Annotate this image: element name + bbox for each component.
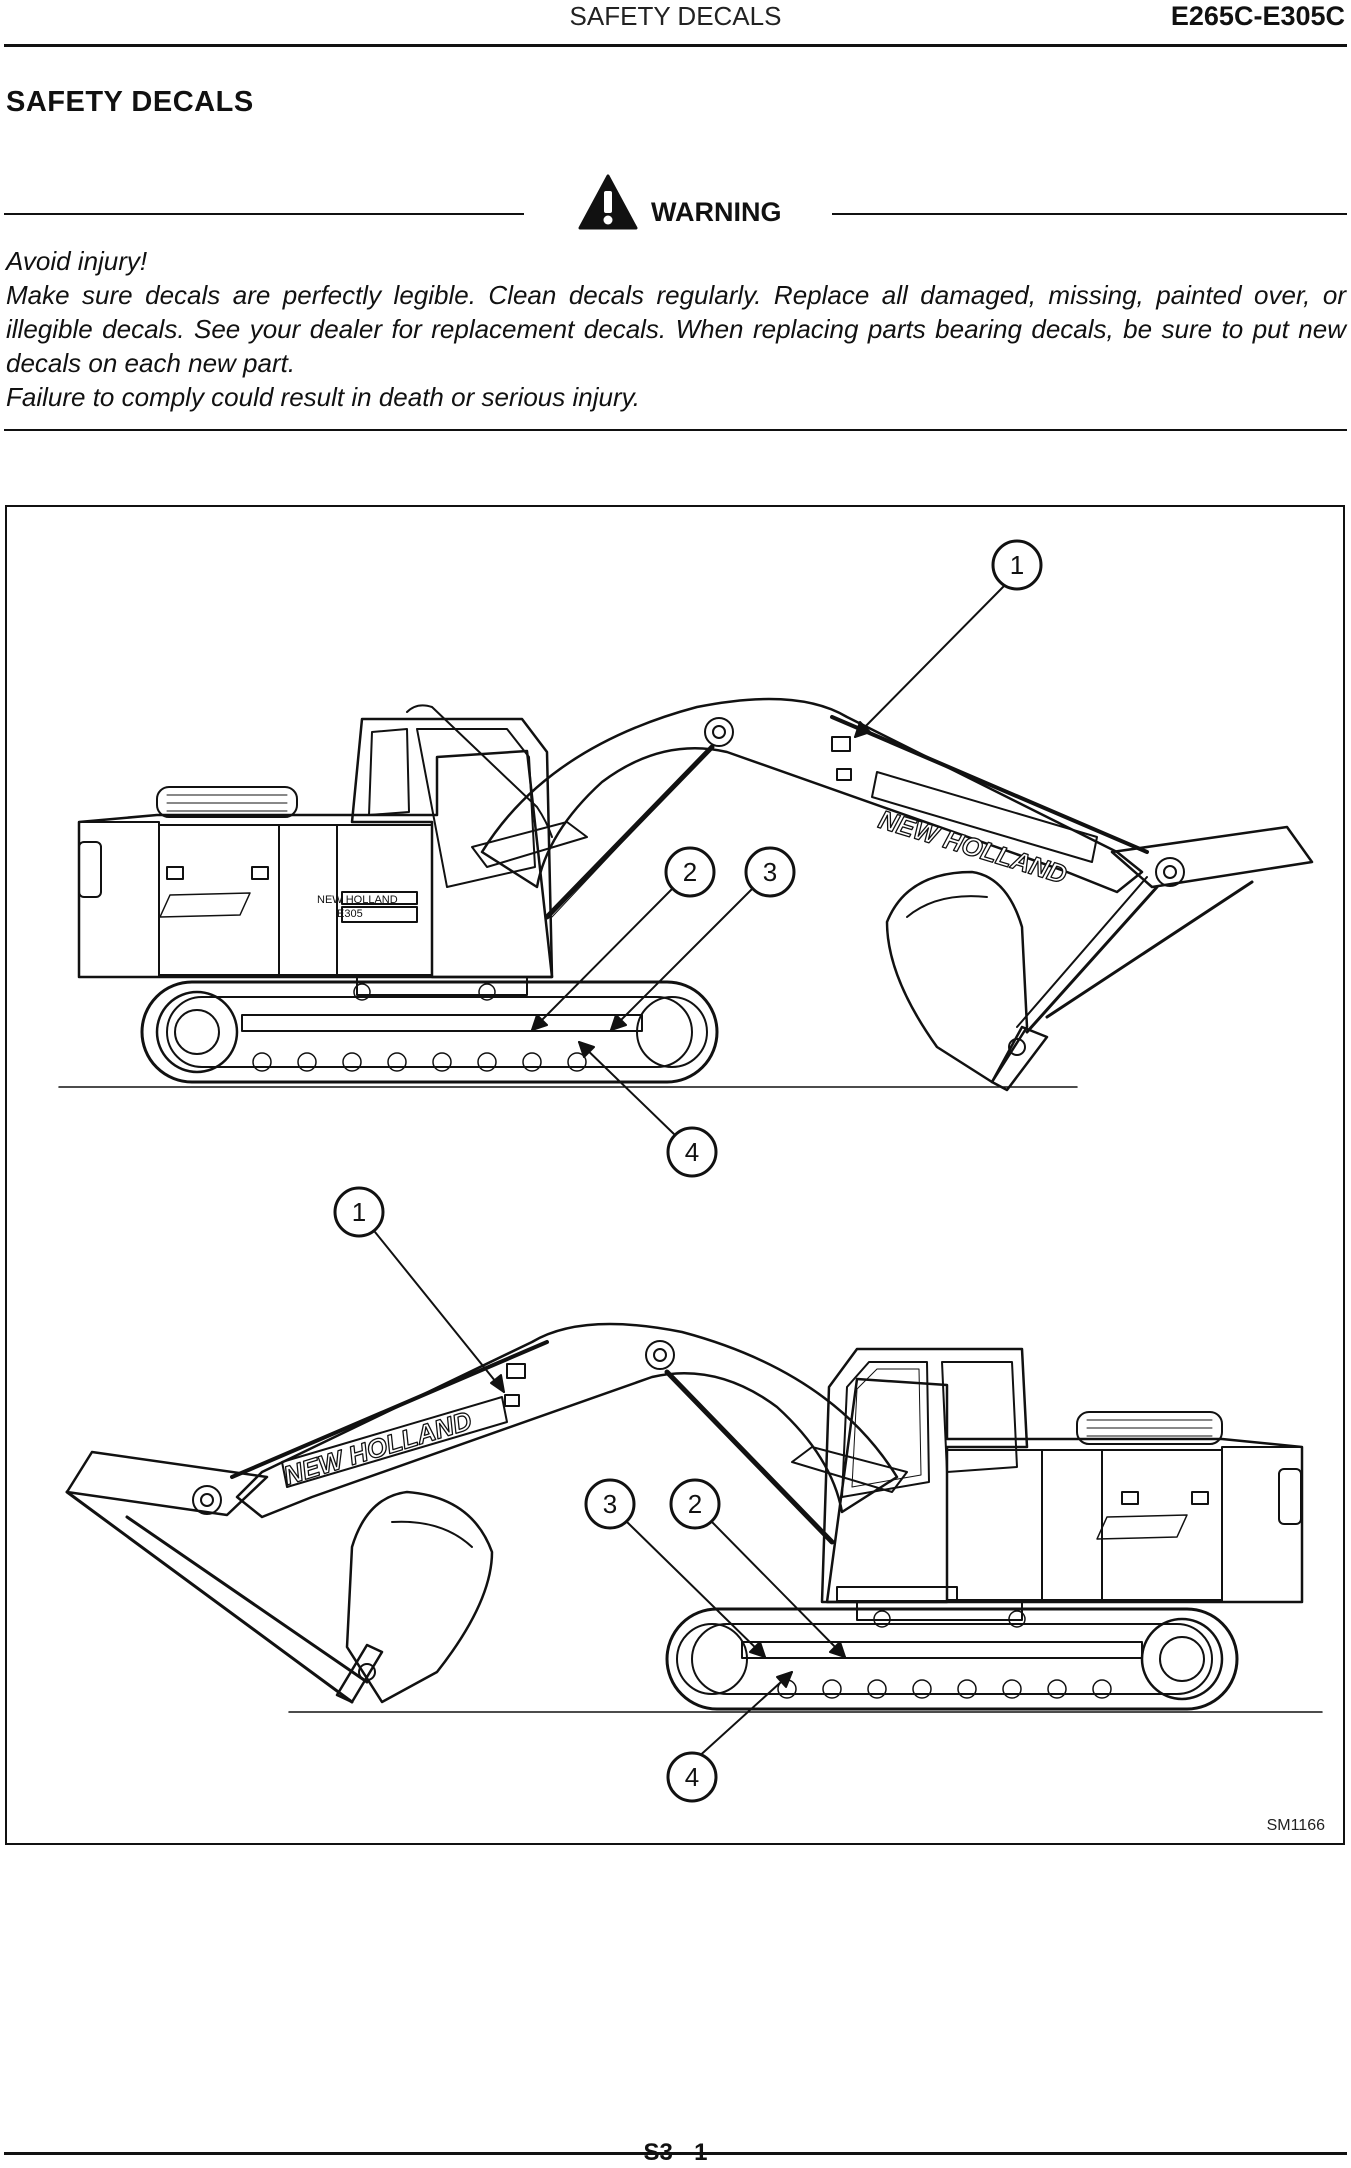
footer-divider (4, 2152, 1347, 2155)
warning-rule-right (832, 213, 1347, 215)
warning-line-avoid: Avoid injury! (6, 246, 148, 276)
warning-bottom-rule (4, 429, 1347, 431)
excavator-illustration: NEW HOLLAND (58, 539, 1323, 1803)
header-section-title: SAFETY DECALS (569, 1, 782, 31)
warning-message: Avoid injury! Make sure decals are perfe… (6, 244, 1346, 414)
model-number-badge-top: E305 (337, 908, 363, 920)
warning-line-instructions: Make sure decals are perfectly legible. … (6, 280, 1346, 378)
callout-top-3: 3 (744, 846, 796, 898)
callout-top-1: 1 (991, 539, 1043, 591)
decal-location-figure: NEW HOLLAND (5, 505, 1345, 1845)
callout-top-4: 4 (666, 1126, 718, 1178)
header-divider (4, 44, 1347, 47)
header-model-range: E265C-E305C (1170, 1, 1345, 31)
figure-reference-id: SM1166 (1266, 1817, 1325, 1834)
page-number: S3 - 1 (643, 2139, 708, 2166)
svg-text:3: 3 (603, 1489, 617, 1519)
callout-bottom-2: 2 (669, 1478, 721, 1530)
svg-text:3: 3 (763, 857, 777, 887)
svg-text:2: 2 (683, 857, 697, 887)
svg-text:2: 2 (688, 1489, 702, 1519)
model-badge-top: NEW HOLLAND (317, 894, 398, 906)
svg-text:4: 4 (685, 1762, 699, 1792)
svg-text:1: 1 (1010, 550, 1024, 580)
warning-line-consequence: Failure to comply could result in death … (6, 382, 640, 412)
callout-bottom-3: 3 (584, 1478, 636, 1530)
warning-triangle-icon (578, 174, 638, 230)
page-title: SAFETY DECALS (6, 86, 254, 118)
svg-text:4: 4 (685, 1137, 699, 1167)
warning-rule-left (4, 213, 524, 215)
svg-text:1: 1 (352, 1197, 366, 1227)
callout-top-2: 2 (664, 846, 716, 898)
warning-label: WARNING (651, 197, 782, 227)
callout-leaders (374, 584, 1006, 1761)
callout-bottom-1: 1 (333, 1186, 385, 1238)
callout-bottom-4: 4 (666, 1751, 718, 1803)
